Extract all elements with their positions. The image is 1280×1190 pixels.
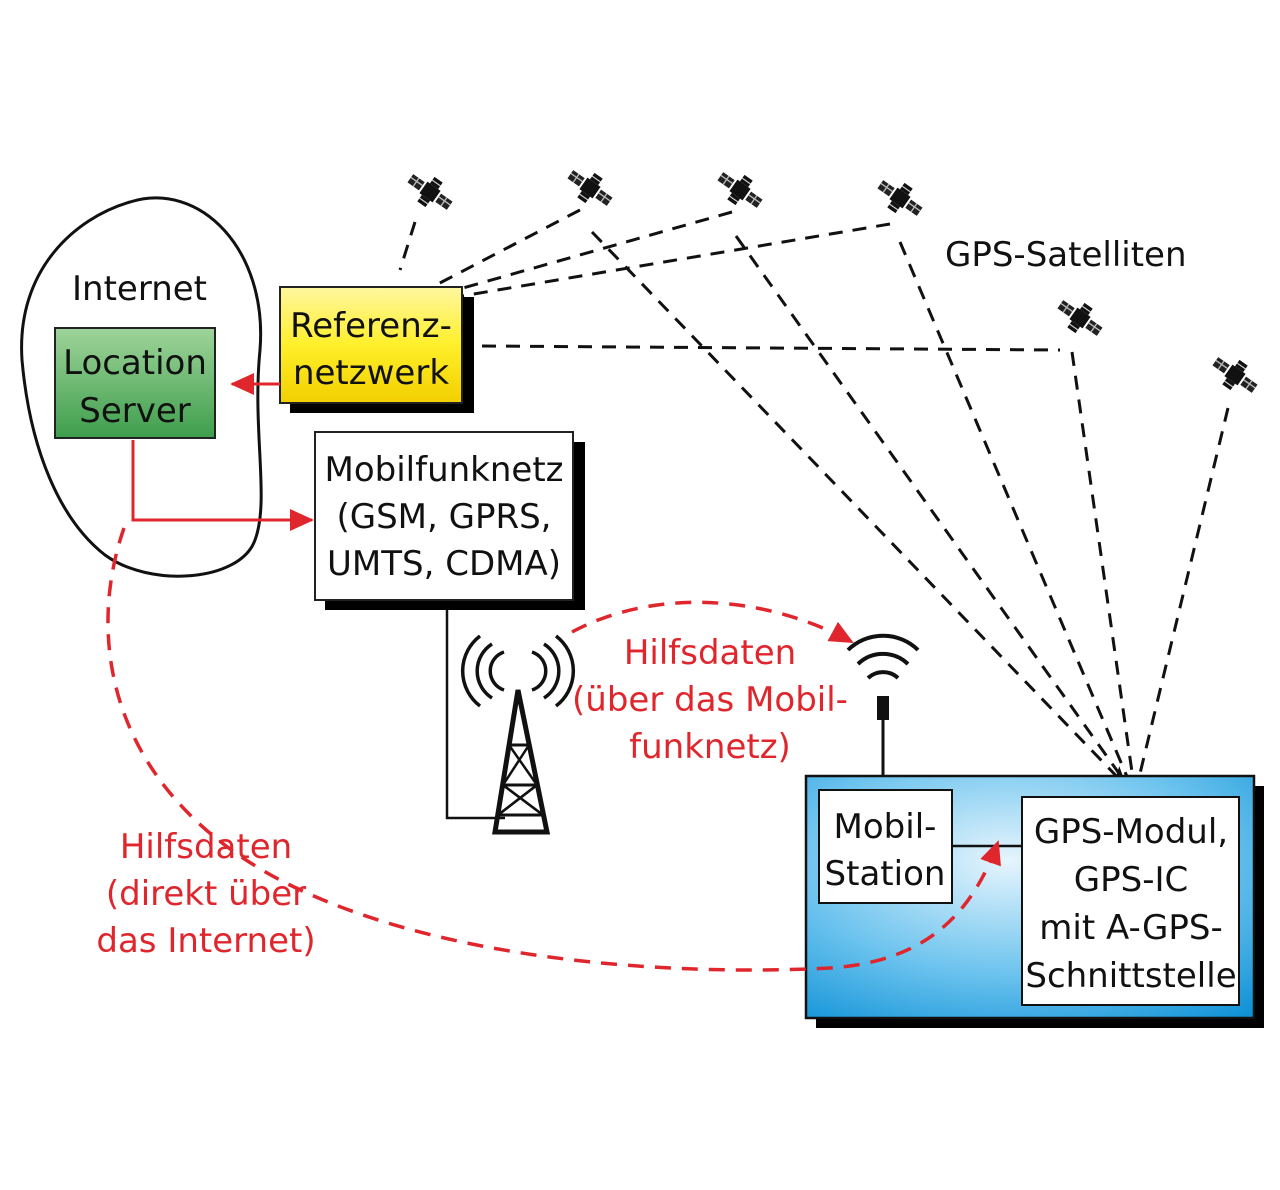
gps-module-box: GPS-Modul, GPS-IC mit A-GPS- Schnittstel… <box>1021 796 1240 1006</box>
assist-via-mobile-label: Hilfsdaten (über das Mobil- funknetz) <box>572 633 848 767</box>
mobile-station-label: Mobil- <box>834 807 937 847</box>
reference-network-label: netzwerk <box>293 353 449 393</box>
mobile-network-label: UMTS, CDMA) <box>327 544 561 584</box>
svg-text:(direkt über: (direkt über <box>106 874 306 914</box>
svg-text:Hilfsdaten: Hilfsdaten <box>624 633 796 673</box>
satellite-icon <box>401 165 459 219</box>
gps-module-label: GPS-IC <box>1074 860 1188 900</box>
location-server-label: Location <box>63 343 207 383</box>
satellite-icon <box>561 161 619 215</box>
satellite-icon <box>1206 348 1264 402</box>
internet-cloud <box>20 196 263 578</box>
svg-text:funknetz): funknetz) <box>629 727 791 767</box>
location-server-label: Server <box>79 391 191 431</box>
location-server-box: Location Server <box>54 327 216 439</box>
svg-text:(über das Mobil-: (über das Mobil- <box>572 680 848 720</box>
satellite-icon <box>711 163 769 217</box>
mobile-network-label: Mobilfunknetz <box>324 450 563 490</box>
svg-text:Hilfsdaten: Hilfsdaten <box>120 827 292 867</box>
reference-network-box: Referenz- netzwerk <box>279 286 474 413</box>
mobile-network-label: (GSM, GPRS, <box>336 497 551 537</box>
satellite-signal-lines <box>398 208 1230 788</box>
satellite-icon <box>871 171 929 225</box>
gps-module-label: Schnittstelle <box>1025 956 1236 996</box>
satellite-icon <box>1051 291 1109 345</box>
mobile-station-box: Mobil- Station <box>818 789 953 904</box>
gps-satellites-label: GPS-Satelliten <box>945 235 1187 275</box>
network-to-tower-line <box>445 610 505 820</box>
reference-network-label: Referenz- <box>290 306 452 346</box>
svg-text:das Internet): das Internet) <box>96 921 315 961</box>
antenna-icon <box>846 633 920 776</box>
assist-via-internet-label: Hilfsdaten (direkt über das Internet) <box>96 827 315 961</box>
gps-module-label: GPS-Modul, <box>1034 812 1228 852</box>
gps-module-label: mit A-GPS- <box>1039 908 1222 948</box>
location-server-connections <box>131 373 314 531</box>
cell-tower-icon <box>460 634 576 835</box>
assist-data-arrows <box>106 527 1001 972</box>
internet-label: Internet <box>72 269 207 309</box>
gps-satellites <box>401 161 1264 402</box>
mobile-network-box: Mobilfunknetz (GSM, GPRS, UMTS, CDMA) <box>314 431 585 610</box>
mobile-station-label: Station <box>825 854 946 894</box>
